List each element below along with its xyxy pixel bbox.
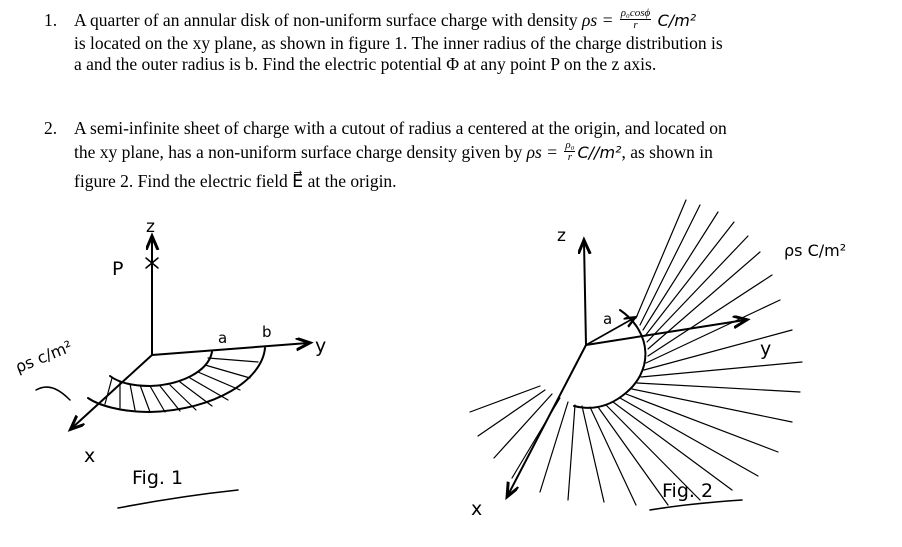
fraction-numerator: ρ₀cosϕ — [619, 7, 652, 21]
unit: C/m² — [657, 11, 697, 30]
label-pointer — [35, 386, 71, 401]
x-axis — [72, 354, 153, 428]
caption-underline — [117, 489, 239, 509]
text-span: , as shown in — [621, 142, 713, 162]
y-axis — [151, 343, 308, 356]
fig2-y-label: y — [760, 338, 771, 360]
fraction-numerator: ρ₀ — [564, 139, 576, 153]
problem-line: the xy plane, has a non-uniform surface … — [74, 139, 864, 165]
fig2-a-label: a — [603, 310, 612, 328]
fig2-z-label: z — [557, 226, 566, 246]
fig1-a-label: a — [218, 329, 227, 347]
problem-line: A quarter of an annular disk of non-unif… — [74, 7, 864, 33]
problem-line: a and the outer radius is b. Find the el… — [74, 54, 657, 75]
charge-rays — [469, 199, 803, 506]
problem-number: 1. — [44, 10, 58, 30]
fig1-x-label: x — [84, 445, 95, 467]
problem-text: A quarter of an annular disk of non-unif… — [74, 7, 864, 75]
density-symbol: ρs = — [582, 10, 614, 30]
point-p-mark — [145, 257, 159, 269]
problem-line: A semi-infinite sheet of charge with a c… — [74, 118, 727, 138]
fig2-x-label: x — [471, 498, 482, 520]
fig1-z-label: z — [146, 217, 155, 237]
fraction-denominator: r — [567, 151, 573, 164]
fig1-y-label: y — [315, 335, 326, 357]
caption-underline — [649, 499, 743, 511]
radius-arrow — [585, 318, 634, 346]
figure-1 — [35, 238, 308, 509]
problem-line: is located on the xy plane, as shown in … — [74, 33, 723, 54]
figure-2 — [469, 199, 803, 511]
z-axis — [584, 242, 586, 346]
fig1-rho-label: ρs c/m² — [12, 337, 75, 377]
fraction-denominator: r — [633, 19, 638, 32]
fig1-b-label: b — [262, 323, 272, 341]
annular-disk-inner — [109, 351, 213, 388]
text-span: the xy plane, has a non-uniform surface … — [74, 142, 527, 162]
fig2-caption: Fig. 2 — [662, 480, 713, 502]
fig1-p-label: P — [112, 258, 123, 280]
problem-line: figure 2. Find the electric field E⃗ at … — [74, 171, 397, 192]
problem-text: A semi-infinite sheet of charge with a c… — [74, 118, 864, 192]
unit: C//m² — [577, 143, 622, 162]
density-symbol: ρs = — [526, 142, 558, 162]
text-span: A quarter of an annular disk of non-unif… — [74, 10, 582, 30]
y-axis — [585, 320, 745, 346]
fig2-rho-label: ρs C/m² — [784, 241, 846, 260]
charge-hatching — [104, 357, 259, 413]
problem-number: 2. — [44, 118, 58, 138]
fig1-caption: Fig. 1 — [132, 467, 183, 489]
